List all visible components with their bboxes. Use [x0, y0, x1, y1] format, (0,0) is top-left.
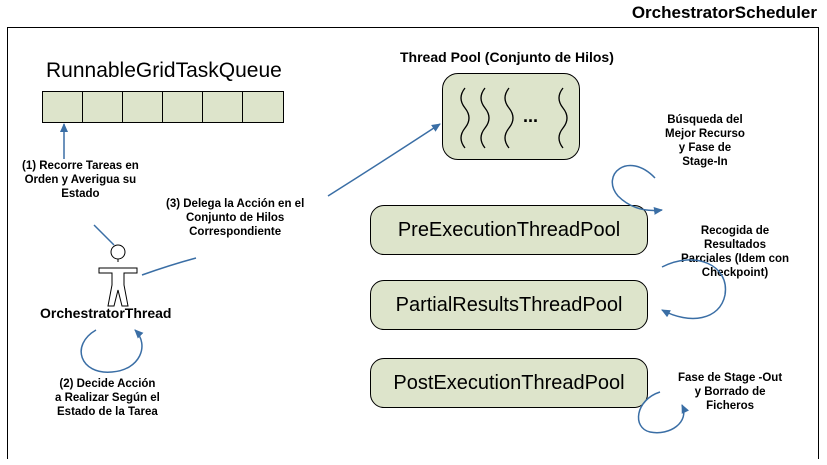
note-line: y Borrado de	[694, 386, 766, 398]
note-line: Estado	[61, 188, 100, 200]
queue-cell	[43, 92, 83, 122]
note-line: Orden y Averigua su	[24, 174, 137, 186]
note-line: Búsqueda del	[667, 114, 743, 126]
note-line: Ficheros	[706, 400, 755, 412]
note-line: Estado de la Tarea	[57, 406, 158, 418]
pre-pool-loop-arrow	[611, 164, 663, 215]
task-queue	[42, 91, 284, 123]
note-partial: Recogida de Resultados Parciales (Idem c…	[681, 224, 789, 280]
note-step1: (1) Recorre Tareas en Orden y Averigua s…	[22, 159, 139, 201]
diagram-title: OrchestratorScheduler	[631, 3, 817, 22]
orchestrator-figure-icon	[98, 244, 138, 307]
post-execution-pool: PostExecutionThreadPool	[370, 358, 648, 408]
step3-to-pool-arrow	[327, 123, 441, 197]
thread-pool-box: ...	[442, 73, 580, 160]
note-pre: Búsqueda del Mejor Recurso y Fase de Sta…	[665, 113, 745, 169]
scheduler-frame	[7, 27, 819, 459]
note-line: (2) Decide Acción	[59, 378, 156, 390]
thread-pool-title: Thread Pool (Conjunto de Hilos)	[400, 49, 614, 65]
orchestrator-label: OrchestratorThread	[40, 305, 172, 321]
queue-label: RunnableGridTaskQueue	[46, 59, 282, 82]
note-line: Stage-In	[682, 156, 728, 168]
threads-icon	[460, 87, 568, 149]
queue-cell	[163, 92, 203, 122]
orchestrator-loop-arrow	[80, 329, 144, 373]
queue-cell	[123, 92, 163, 122]
orchestrator-to-step3-line	[141, 257, 197, 276]
queue-cell	[83, 92, 123, 122]
note-line: (3) Delega la Acción en el	[166, 198, 305, 210]
note-line: (1) Recorre Tareas en	[22, 160, 139, 172]
note-line: Parciales (Idem con	[681, 253, 790, 265]
note-line: a Realizar Según el	[55, 392, 160, 404]
note-line: Recogida de	[700, 225, 770, 237]
note-line: Mejor Recurso	[665, 128, 745, 140]
queue-cell	[203, 92, 243, 122]
note-step3: (3) Delega la Acción en el Conjunto de H…	[166, 197, 304, 239]
orchestrator-to-step1-line	[93, 224, 115, 246]
note-line: Correspondiente	[189, 226, 282, 238]
note-line: Conjunto de Hilos	[185, 212, 285, 224]
note-line: Resultados	[704, 239, 767, 251]
note-line: Fase de Stage -Out	[678, 372, 783, 384]
note-post: Fase de Stage -Out y Borrado de Ficheros	[678, 371, 782, 413]
threads-ellipsis: ...	[523, 106, 539, 126]
pre-execution-pool: PreExecutionThreadPool	[370, 205, 648, 255]
note-step2: (2) Decide Acción a Realizar Según el Es…	[55, 377, 160, 419]
partial-results-pool: PartialResultsThreadPool	[370, 280, 648, 330]
note-line: y Fase de	[678, 142, 732, 154]
post-pool-loop-arrow	[637, 391, 690, 434]
queue-cell	[243, 92, 283, 122]
partial-pool-loop-arrow	[661, 259, 727, 320]
